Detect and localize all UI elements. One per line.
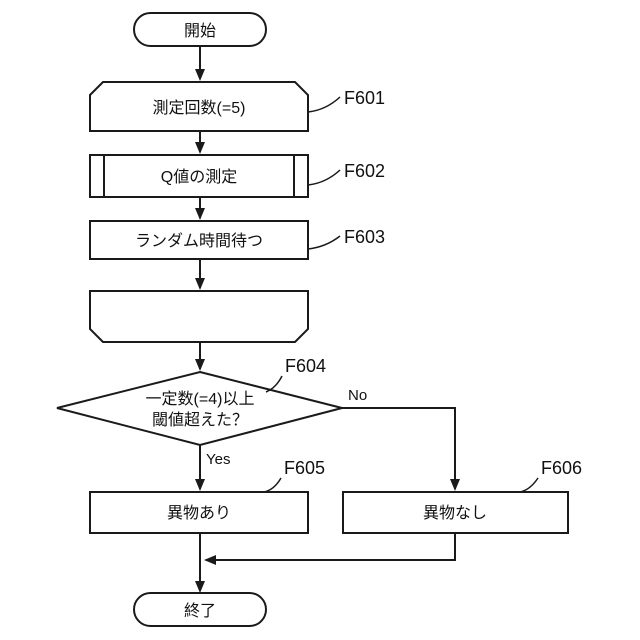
f602-text: Q値の測定	[161, 168, 237, 186]
node-f604: 一定数(=4)以上 閾値超えた？ F604 Yes No	[56, 356, 367, 468]
node-loop-end	[89, 290, 309, 343]
f604-text-line1: 一定数(=4)以上	[146, 390, 255, 408]
f602-shape	[89, 154, 309, 198]
f602-leader-line	[307, 169, 341, 186]
f605-ref-label: F605	[284, 458, 325, 478]
f604-text-line2: 閾値超えた？	[152, 411, 248, 429]
f606-shape	[342, 491, 569, 534]
f601-shape	[89, 81, 309, 132]
node-f606: 異物なし F606	[342, 458, 582, 534]
f606-ref-label: F606	[541, 458, 582, 478]
f606-leader-line	[519, 477, 539, 493]
f604-ref-label: F604	[285, 356, 326, 376]
end-label: 終了	[184, 602, 216, 620]
node-end: 終了	[133, 592, 267, 627]
f601-text: 測定回数(=5)	[153, 99, 246, 117]
start-label: 開始	[184, 22, 216, 40]
f606-text: 異物なし	[423, 504, 487, 522]
node-start: 開始	[133, 12, 267, 47]
edge-no-branch	[342, 407, 460, 491]
f603-shape	[89, 220, 309, 260]
no-branch-label: No	[348, 387, 367, 404]
node-f605: 異物あり F605	[89, 458, 325, 534]
f601-ref-label: F601	[344, 88, 385, 108]
connectors	[195, 46, 460, 593]
f603-text: ランダム時間待つ	[135, 232, 263, 250]
node-f601: 測定回数(=5) F601	[89, 81, 385, 132]
f605-shape	[89, 491, 309, 534]
f601-leader-line	[307, 96, 341, 113]
f604-leader-line	[265, 375, 283, 393]
start-terminator-shape	[133, 12, 267, 47]
node-f602: Q値の測定 F602	[89, 154, 385, 198]
yes-branch-label: Yes	[206, 451, 230, 468]
edge-f606-merge	[204, 533, 456, 565]
f603-leader-line	[307, 235, 341, 250]
f605-leader-line	[263, 477, 282, 493]
f603-ref-label: F603	[344, 227, 385, 247]
end-terminator-shape	[133, 592, 267, 627]
f602-ref-label: F602	[344, 161, 385, 181]
f605-text: 異物あり	[167, 504, 231, 522]
node-f603: ランダム時間待つ F603	[89, 220, 385, 260]
loop-end-shape	[89, 290, 309, 343]
